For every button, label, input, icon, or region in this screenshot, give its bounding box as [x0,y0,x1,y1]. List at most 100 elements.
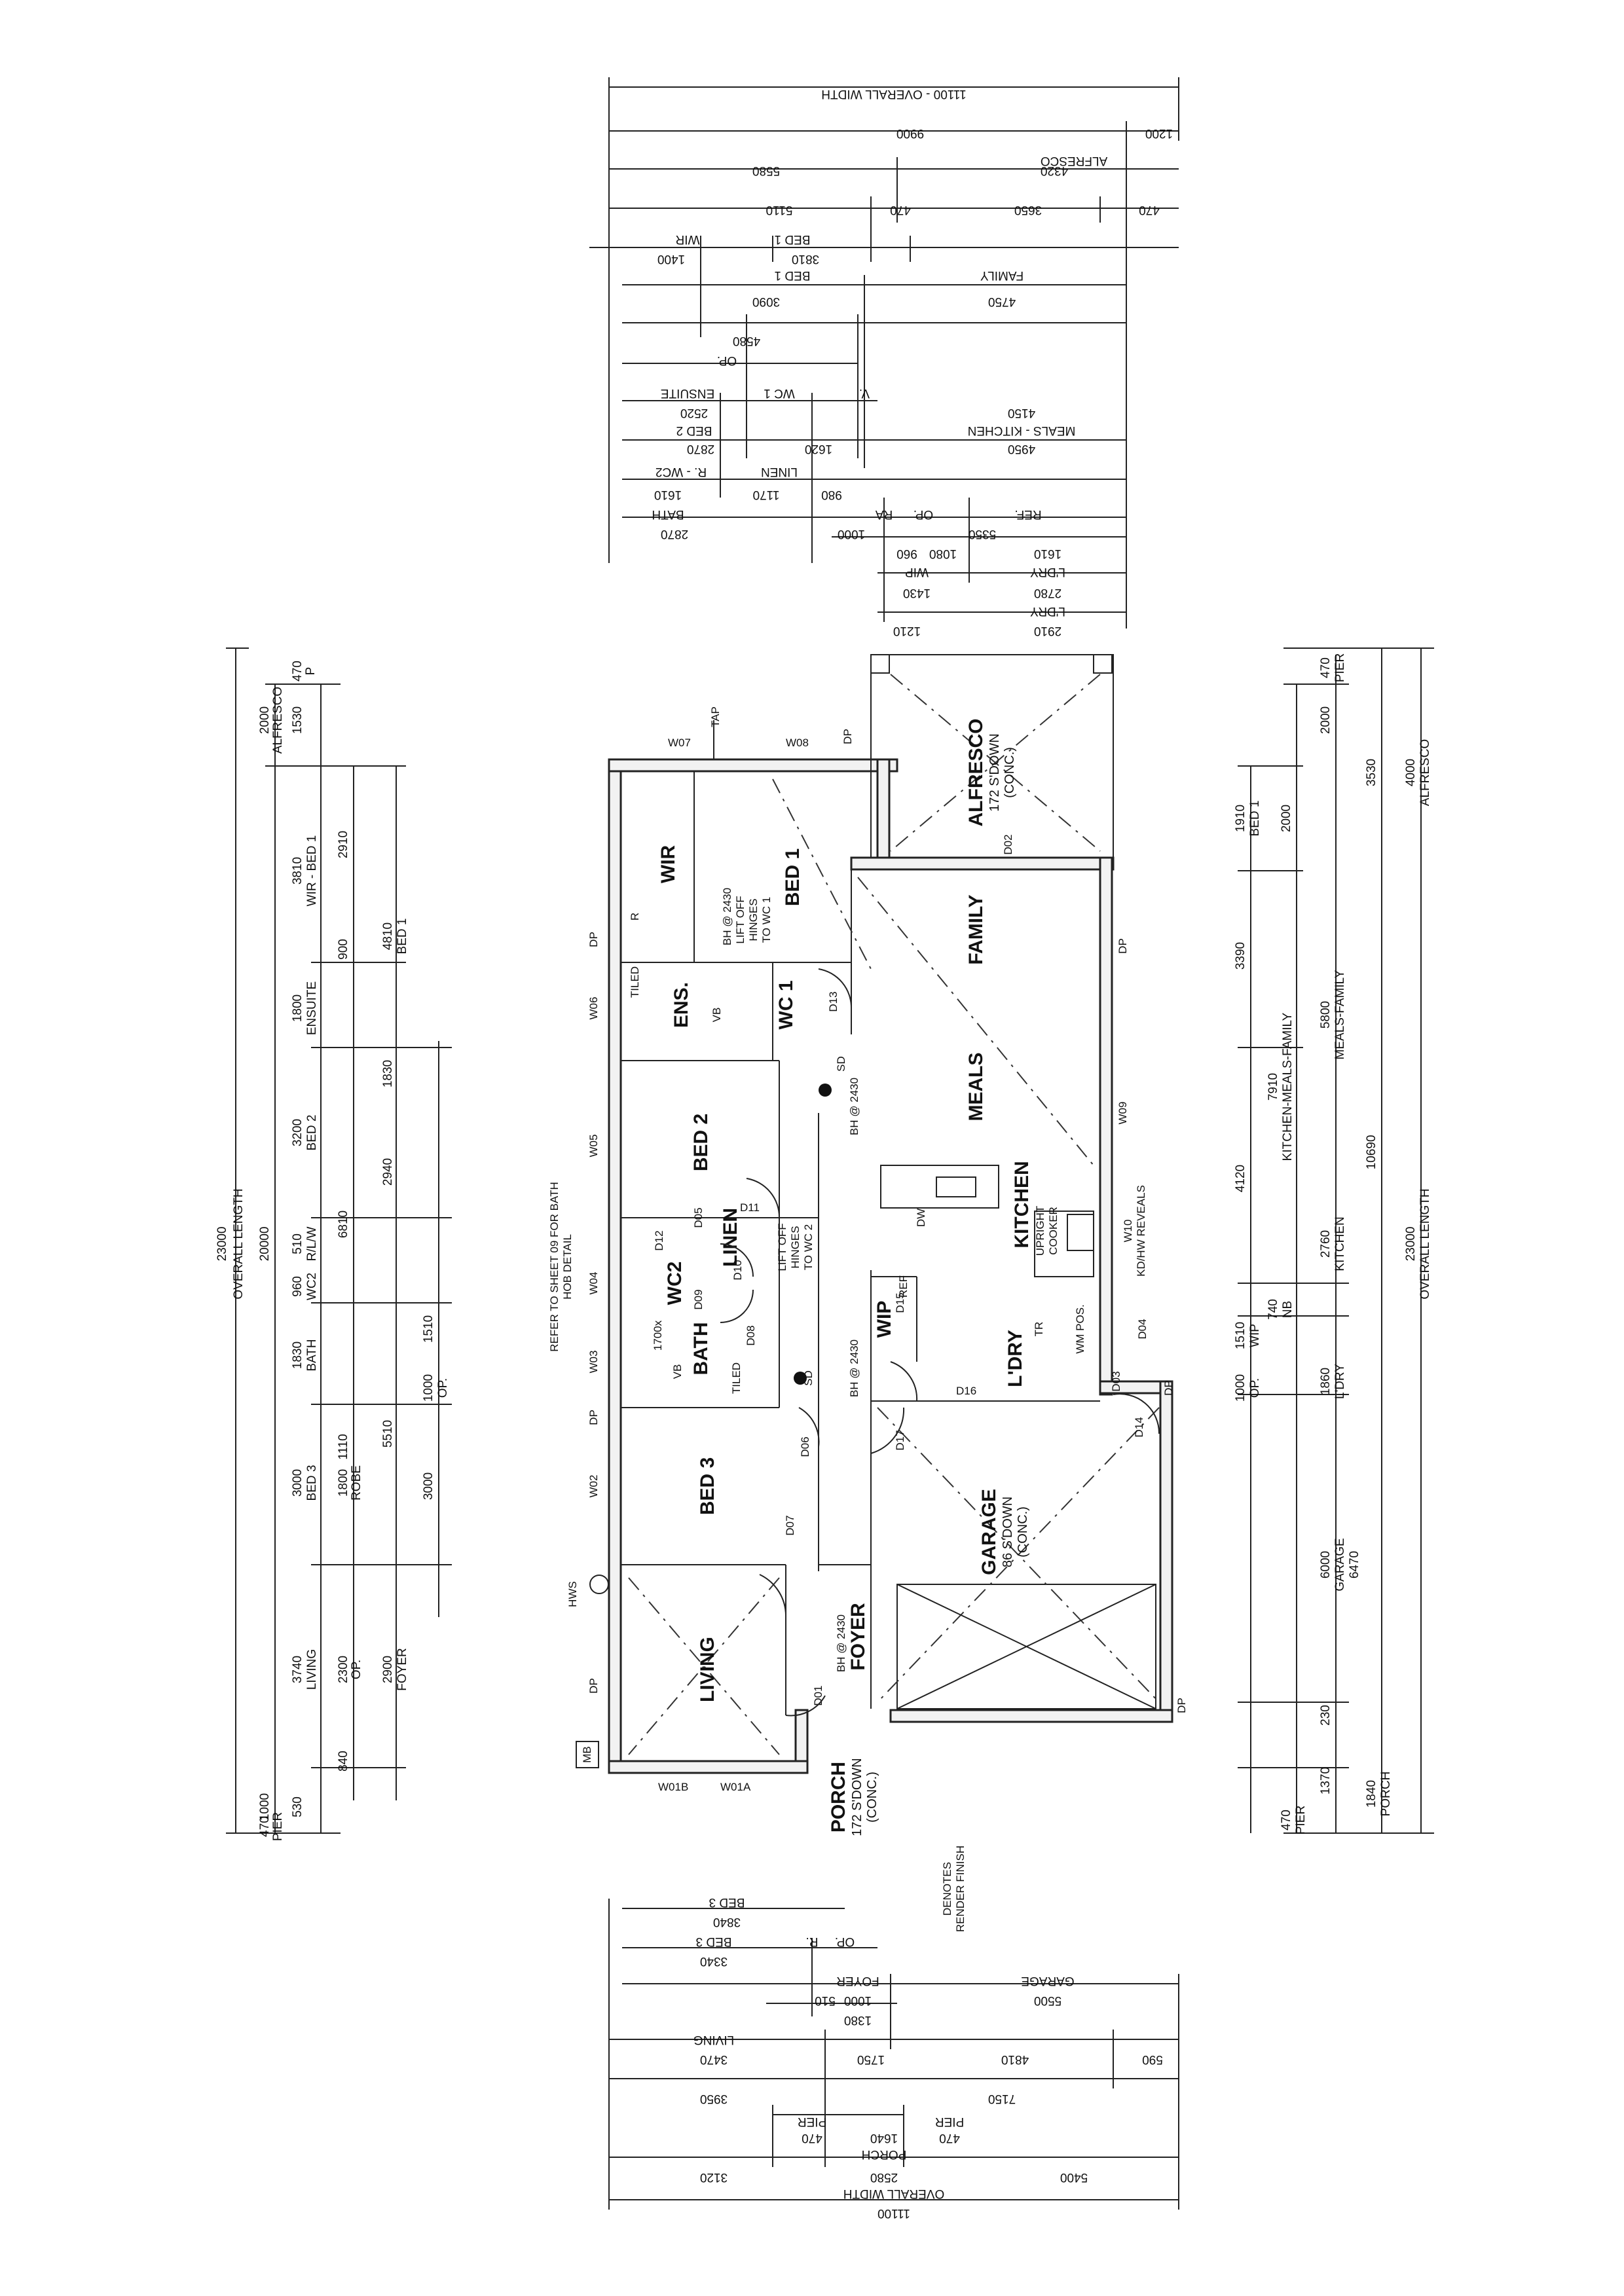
room-porch-sub2: (CONC.) [865,1772,879,1823]
right-1370: 1370 [1319,1767,1333,1795]
dim-980: 980 [821,488,842,501]
lift-off-2c: TO WC 2 [802,1224,815,1271]
door-swings [720,968,1160,1717]
dim-3810: 3810 [792,252,819,266]
lift-off-2b: HINGES [789,1226,802,1268]
left-foyer-val: 2900 [381,1656,395,1683]
label-ldry-top-2: L'DRY [1030,604,1065,618]
window-w01a: W01A [720,1781,751,1793]
dp-label-1: DP [587,932,600,947]
left-2910: 2910 [337,831,350,858]
dim-1610: 1610 [654,488,682,501]
hws-label: HWS [566,1581,579,1607]
left-bottom-pier: PIER [271,1812,285,1841]
door-d11: D11 [740,1201,760,1214]
overall-width-top: 11100 - OVERALL WIDTH [821,87,966,101]
dim-1400: 1400 [657,252,685,266]
bh-label-4: BH @ 2430 [835,1614,847,1672]
left-bath-label: BATH [305,1339,319,1371]
sd-label-2: SD [802,1370,815,1386]
hws-icon [589,1575,609,1594]
left-alfresco-p: P [304,667,318,676]
left-bed3-label: BED 3 [305,1465,319,1501]
tr-label: TR [1033,1322,1045,1337]
dim-1620: 1620 [805,442,832,456]
bottom-dimensions [608,1899,1179,2210]
lift-off-2a: LIFT OFF [776,1223,788,1271]
room-alfresco-sub1: 172 S'DOWN [987,733,1002,811]
label-family-top: FAMILY [980,268,1024,282]
bot-1380: 1380 [844,2013,872,2027]
room-wc2: WC2 [664,1262,686,1305]
dim-4950: 4950 [1008,442,1035,456]
label-meals-kitchen-top: MEALS - KITCHEN [968,424,1076,437]
left-robe-val: 1800 [337,1469,350,1497]
left-dimension-text: 23000 OVERALL LENGTH 20000 2000 ALFRESCO… [215,661,450,1841]
label-bed2-top: BED 2 [676,424,712,437]
dim-1170: 1170 [753,488,780,501]
ref-label: REF [897,1275,910,1298]
room-meals: MEALS [965,1053,987,1121]
bot-2580: 2580 [870,2170,898,2184]
left-1510: 1510 [422,1315,435,1343]
label-ra-top: RA [875,507,893,521]
right-1860: 1860 [1319,1368,1333,1395]
right-2760: 2760 [1319,1230,1333,1258]
dim-2780: 2780 [1034,586,1061,600]
annotations: TAP DP DP DP DP DP DP DP HWS SD SD BH @ … [548,706,1188,1932]
left-bottom-470: 470 [258,1816,272,1837]
bot-1750: 1750 [857,2052,885,2066]
dim-1430: 1430 [903,586,931,600]
smoke-detector-icon-2 [794,1372,807,1385]
room-garage-sub2: (CONC.) [1016,1506,1030,1558]
right-1510: 1510 [1234,1322,1247,1349]
left-wc2-label: WC2 [305,1273,319,1300]
door-d09: D09 [692,1289,705,1309]
mb-label: MB [581,1746,593,1763]
bot-op: OP. [835,1935,855,1948]
dp-label-5: DP [1162,1380,1175,1396]
room-labels: ALFRESCO 172 S'DOWN (CONC.) WIR BED 1 FA… [657,719,1033,1836]
room-wir: WIR [657,845,679,884]
room-wip: WIP [874,1301,895,1338]
bot-pier1: PIER [798,2115,826,2128]
right-3390: 3390 [1234,942,1247,970]
window-w03: W03 [587,1351,600,1374]
dim-1080: 1080 [929,547,957,560]
bot-bed3b: BED 3 [696,1935,732,1948]
left-op-label: OP. [350,1660,363,1679]
bot-3340: 3340 [700,1954,728,1968]
bot-living: LIVING [693,2033,734,2047]
bot-overall-label: OVERALL WIDTH [843,2187,945,2200]
dp-label-3: DP [587,1678,600,1694]
room-wc1: WC 1 [775,981,797,1030]
dim-2870: 2870 [687,442,714,456]
right-pier: PIER [1333,653,1347,682]
left-alfresco-470: 470 [291,661,304,682]
right-3530: 3530 [1365,759,1378,786]
right-740: 740 [1266,1299,1280,1320]
left-840: 840 [337,1751,350,1772]
room-bath: BATH [690,1322,712,1375]
right-1840: 1840 [1365,1780,1378,1808]
room-alfresco: ALFRESCO [965,719,987,827]
tap-label: TAP [709,706,722,727]
left-op-val: 2300 [337,1656,350,1683]
left-bed2-val: 3200 [291,1119,304,1146]
left-robe-label: ROBE [350,1465,363,1501]
bot-5400: 5400 [1060,2170,1088,2184]
bot-510: 510 [815,1994,836,2007]
right-2000: 2000 [1319,706,1333,734]
dp-label-4: DP [1116,938,1129,954]
window-w05: W05 [587,1135,600,1157]
dim-1000: 1000 [838,527,865,541]
left-1830: 1830 [381,1060,395,1087]
dim-4580: 4580 [733,334,760,348]
bot-bed3: BED 3 [709,1895,745,1909]
ceiling-lines [628,674,1160,1755]
label-ensuite-top: ENSUITE [661,386,714,400]
dim-3650: 3650 [1014,203,1042,217]
left-6810: 6810 [337,1211,350,1238]
window-w08: W08 [786,737,809,749]
bottom-dimension-text: BED 3 3840 BED 3 R. OP. 3340 FOYER GARAG… [693,1895,1163,2220]
